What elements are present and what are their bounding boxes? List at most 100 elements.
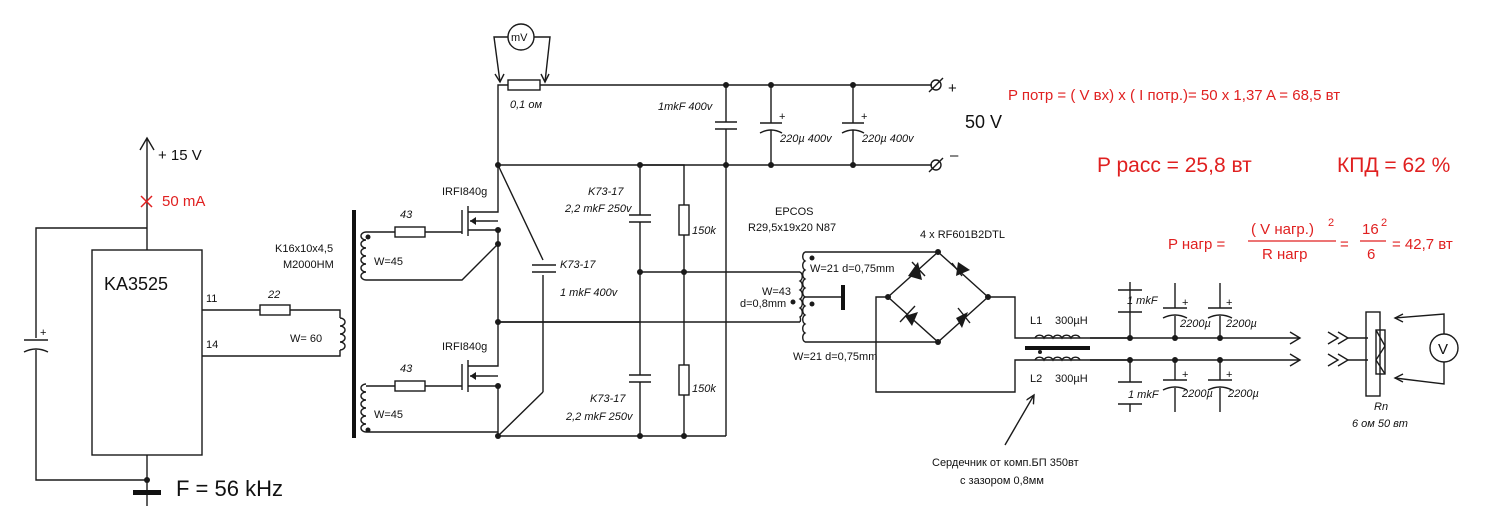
input-terminal-plus (928, 77, 944, 93)
power-transformer-primary (798, 271, 803, 323)
load-power-value-denominator: 6 (1367, 246, 1375, 263)
gate-core-label: K16x10x4,5 (275, 243, 333, 255)
gate-winding-bottom-label: W=45 (374, 409, 403, 421)
supply-arrow (139, 136, 155, 250)
ka3525-label: KA3525 (104, 274, 168, 294)
load-power-numerator-exponent: 2 (1328, 217, 1334, 229)
svg-text:+: + (40, 327, 46, 339)
load-power-value-exponent: 2 (1381, 217, 1387, 229)
bridge-resistor-bottom-label: 150k (692, 383, 716, 395)
output-connector (1289, 331, 1368, 367)
shunt-resistor (507, 79, 541, 91)
load-power-denominator: R нагр (1262, 246, 1307, 263)
output-cap-top-film-label: 1 mkF (1127, 295, 1159, 307)
bridge-resistor-top-label: 150k (692, 225, 716, 237)
gate-winding-top (360, 231, 367, 281)
choke-l2 (1034, 350, 1081, 362)
load-power-result: = 42,7 вт (1392, 236, 1453, 253)
input-voltage-label: 50 V (965, 112, 1002, 132)
primary-winding-label: W= 60 (290, 333, 322, 345)
input-plus-label: + (948, 80, 957, 97)
ground-symbol (133, 490, 161, 495)
output-cap-bottom-e1: + (1162, 360, 1188, 412)
bridge-cap-bottom-type: K73-17 (590, 393, 626, 405)
svg-text:+: + (1226, 297, 1232, 309)
output-cap-bottom-film (1118, 360, 1142, 412)
svg-text:+: + (779, 111, 785, 123)
pin-11-label: 11 (206, 293, 217, 305)
load-power-numerator: ( V нагр.) (1251, 221, 1314, 238)
output-cap-bottom-e2: + (1207, 360, 1232, 412)
transformer-core-label: R29,5x19x20 N87 (748, 222, 836, 234)
transformer-maker-label: EPCOS (775, 206, 814, 218)
resistor-22 (259, 304, 291, 316)
gate-transformer-primary (339, 317, 346, 351)
snubber-capacitor (497, 164, 556, 437)
load-spec-label: 6 ом 50 вт (1352, 418, 1408, 430)
gate-winding-bottom (360, 383, 367, 433)
output-cap-bottom-film-label: 1 mkF (1128, 389, 1160, 401)
power-consumed-formula: P потр = ( V вх) x ( I потр.)= 50 x 1,37… (1008, 87, 1340, 104)
ic-decoupling-capacitor: + (23, 227, 147, 481)
input-elec-1-label: 220µ 400v (779, 133, 833, 145)
current-cross-mark (140, 195, 153, 208)
diode-bridge (885, 249, 991, 345)
l1-label: L1 (1030, 315, 1042, 327)
mosfet-top (461, 165, 499, 244)
output-cap-top-e2-label: 2200µ (1225, 318, 1257, 330)
supply-voltage-label: + 15 V (158, 147, 202, 164)
choke-l1 (1025, 334, 1090, 350)
output-cap-top-e1: + (1162, 283, 1188, 338)
bridge-cap-bottom-value: 2,2 mkF 250v (565, 411, 634, 423)
output-cap-bottom-e2-label: 2200µ (1227, 388, 1259, 400)
gate-resistor-bottom (394, 380, 426, 392)
bridge-resistor-bottom (678, 364, 690, 396)
load-power-value-numerator: 16 (1362, 221, 1379, 238)
millivoltmeter-label: mV (511, 32, 528, 44)
load-power-prefix: P нагр = (1168, 236, 1226, 253)
output-cap-top-e2: + (1207, 283, 1232, 338)
resistor-22-label: 22 (267, 289, 280, 301)
load-resistor (1365, 311, 1386, 397)
load-power-formula: P нагр = ( V нагр.) 2 R нагр = 16 2 6 = … (1168, 217, 1453, 263)
svg-text:+: + (1226, 369, 1232, 381)
output-cap-top-film (1118, 282, 1142, 338)
efficiency-label: КПД = 62 % (1337, 154, 1450, 177)
rectifier-label: 4 x RF601B2DTL (920, 229, 1005, 241)
secondary-bottom-label: W=21 d=0,75mm (793, 351, 877, 363)
input-film-cap-label: 1mkF 400v (658, 101, 714, 113)
snubber-cap-type: K73-17 (560, 259, 596, 271)
bridge-cap-top-value: 2,2 mkF 250v (564, 203, 633, 215)
millivoltmeter (493, 23, 551, 84)
input-elec-2-label: 220µ 400v (861, 133, 915, 145)
snubber-cap-value: 1 mkF 400v (560, 287, 619, 299)
bridge-resistor-top (678, 204, 690, 236)
output-cap-top-e1-label: 2200µ (1179, 318, 1211, 330)
svg-text:+: + (1182, 297, 1188, 309)
input-minus-label: – (950, 147, 959, 164)
power-dissipated-label: P расс = 25,8 вт (1097, 154, 1252, 177)
bridge-cap-top (629, 165, 651, 375)
supply-current-label: 50 mA (162, 193, 205, 210)
output-cap-bottom-e1-label: 2200µ (1181, 388, 1213, 400)
power-transformer-secondary (802, 251, 807, 343)
mosfet-top-label: IRFI840g (442, 186, 487, 198)
svg-text:+: + (1182, 369, 1188, 381)
load-voltmeter (1393, 313, 1459, 385)
gate-resistor-top-label: 43 (400, 209, 413, 221)
l2-value: 300µH (1055, 373, 1088, 385)
gate-resistor-top (394, 226, 426, 238)
primary-turns-label: W=43 (762, 286, 791, 298)
frequency-label: F = 56 kHz (176, 476, 283, 501)
bridge-cap-bottom (629, 374, 651, 436)
shunt-label: 0,1 ом (510, 99, 542, 111)
gate-core-material-label: M2000HM (283, 259, 334, 271)
input-film-capacitor (715, 85, 737, 436)
l1-value: 300µH (1055, 315, 1088, 327)
l2-label: L2 (1030, 373, 1042, 385)
load-name-label: Rn (1374, 401, 1388, 413)
gate-winding-top-label: W=45 (374, 256, 403, 268)
core-note-line-1: Сердечник от комп.БП 350вт (932, 457, 1079, 469)
input-terminal-minus (928, 157, 944, 173)
